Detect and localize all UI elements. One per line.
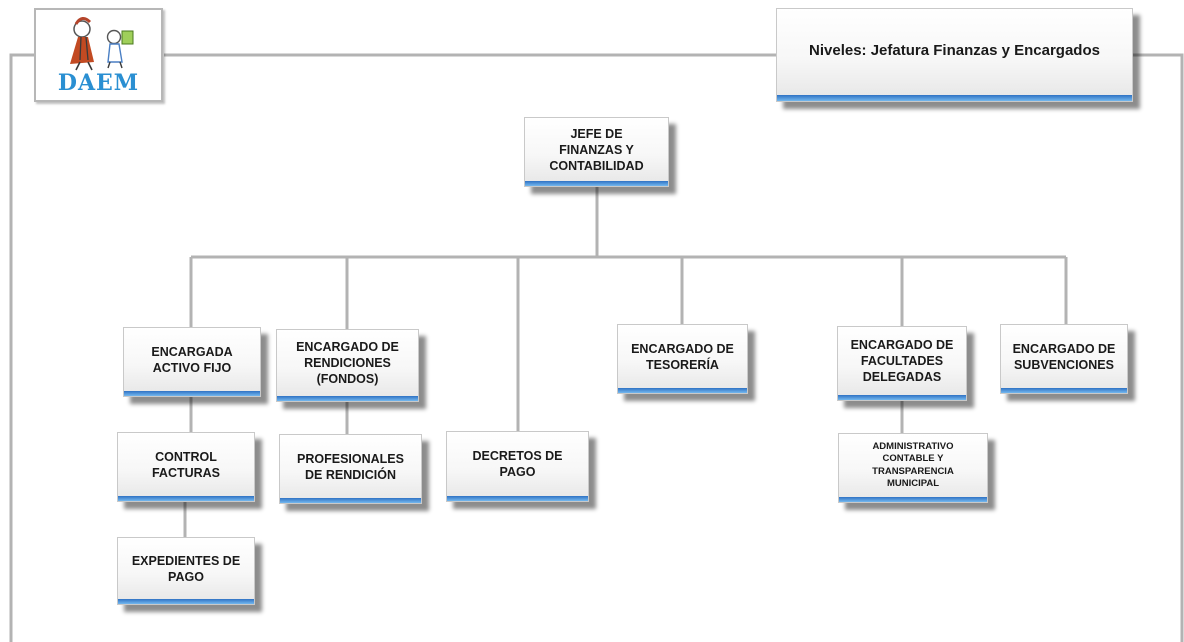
frame-right-line	[1133, 53, 1184, 642]
node-encargado-rendiciones: ENCARGADO DE RENDICIONES (FONDOS)	[276, 329, 419, 402]
node-label: CONTROL FACTURAS	[151, 449, 221, 480]
node-label: ENCARGADO DE FACULTADES DELEGADAS	[850, 338, 954, 384]
node-jefe-finanzas: JEFE DE FINANZAS Y CONTABILIDAD	[524, 117, 669, 187]
node-label: PROFESIONALES DE RENDICIÓN	[297, 451, 404, 482]
node-label: ENCARGADO DE RENDICIONES (FONDOS)	[296, 340, 399, 386]
node-encargado-tesoreria: ENCARGADO DE TESORERÍA	[617, 324, 748, 394]
node-profesionales-rendicion: PROFESIONALES DE RENDICIÓN	[279, 434, 422, 504]
daem-logo: DAEM	[34, 8, 163, 102]
node-label: DECRETOS DE PAGO	[472, 449, 563, 479]
node-administrativo-contable: ADMINISTRATIVO CONTABLE Y TRANSPARENCIA …	[838, 433, 988, 503]
node-encargada-activo-fijo: ENCARGADA ACTIVO FIJO	[123, 327, 261, 397]
node-control-facturas: CONTROL FACTURAS	[117, 432, 255, 502]
node-label: JEFE DE FINANZAS Y CONTABILIDAD	[549, 126, 644, 173]
page-title: Niveles: Jefatura Finanzas y Encargados	[776, 8, 1133, 102]
logo-text: DAEM	[57, 70, 140, 96]
node-label: ENCARGADA ACTIVO FIJO	[151, 344, 233, 375]
node-encargado-subvenciones: ENCARGADO DE SUBVENCIONES	[1000, 324, 1128, 394]
daem-logo-illustration	[70, 17, 134, 71]
node-label: ADMINISTRATIVO CONTABLE Y TRANSPARENCIA …	[872, 440, 954, 490]
node-decretos-pago: DECRETOS DE PAGO	[446, 431, 589, 502]
frame-left-line	[9, 53, 34, 642]
node-expedientes-pago: EXPEDIENTES DE PAGO	[117, 537, 255, 605]
node-label: ENCARGADO DE SUBVENCIONES	[1012, 341, 1116, 372]
node-label: ENCARGADO DE TESORERÍA	[631, 341, 734, 372]
node-encargado-facultades-delegadas: ENCARGADO DE FACULTADES DELEGADAS	[837, 326, 967, 401]
node-label: EXPEDIENTES DE PAGO	[131, 553, 241, 584]
page-title-text: Niveles: Jefatura Finanzas y Encargados	[809, 42, 1100, 59]
